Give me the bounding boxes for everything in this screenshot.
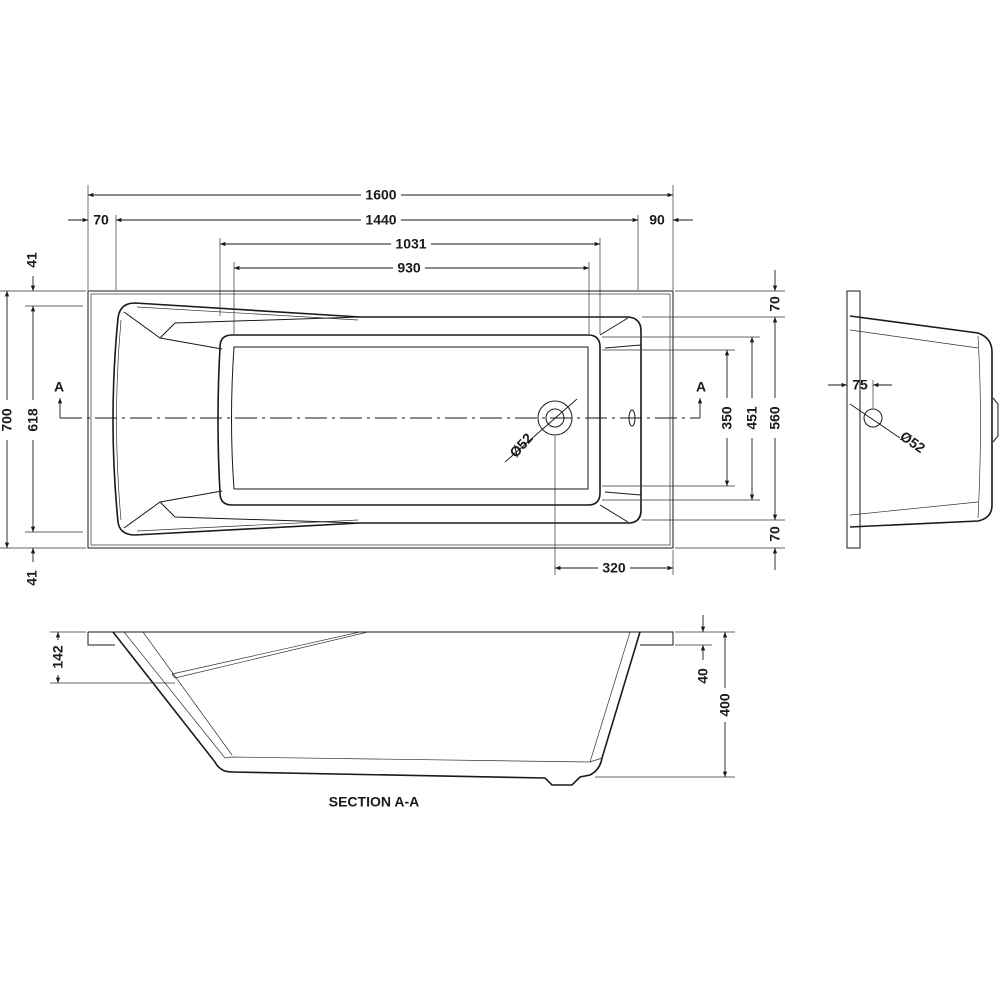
end-waste-outlet	[863, 408, 883, 428]
dim-inner-width-right: 560	[767, 406, 783, 430]
section-marker-right: A	[696, 379, 706, 395]
floor-outline	[217, 334, 601, 506]
dim-left-rim: 70	[93, 212, 109, 228]
dim-bottom-offset: 41	[24, 570, 40, 586]
section-title: SECTION A-A	[329, 794, 419, 810]
dim-rim-thickness: 40	[695, 668, 711, 684]
dim-inner-length: 1440	[365, 212, 396, 228]
end-dim-waste-diameter: Ø52	[897, 428, 928, 456]
dim-waste-offset: 320	[602, 560, 626, 576]
dim-floor-outer-width: 451	[744, 406, 760, 430]
dim-bottom-rim: 70	[767, 526, 783, 542]
dim-top-rim: 70	[767, 296, 783, 312]
dim-overall-width: 700	[0, 408, 15, 432]
section-marker-left: A	[54, 379, 64, 395]
dim-floor-inner-length: 930	[397, 260, 421, 276]
dim-floor-inner-width: 350	[719, 406, 735, 430]
dim-overall-depth: 400	[717, 693, 733, 717]
plan-view: A A 1600 1440 70 90 1031 930 700 618 41 …	[0, 185, 785, 586]
dim-inner-width-left: 618	[25, 408, 41, 432]
section-view: 142 40 400 SECTION A-A	[50, 615, 735, 810]
dim-seat-depth: 142	[50, 645, 66, 669]
dim-waste-diameter: Ø52	[506, 430, 536, 461]
dim-overall-length: 1600	[365, 187, 396, 203]
dim-floor-outer-length: 1031	[395, 236, 426, 252]
end-dim-waste-offset: 75	[852, 377, 868, 393]
basin-outline	[112, 302, 642, 536]
end-view: 75 Ø52	[828, 290, 999, 549]
rim-outline	[87, 290, 674, 549]
dim-top-offset: 41	[24, 252, 40, 268]
dim-right-rim: 90	[649, 212, 665, 228]
